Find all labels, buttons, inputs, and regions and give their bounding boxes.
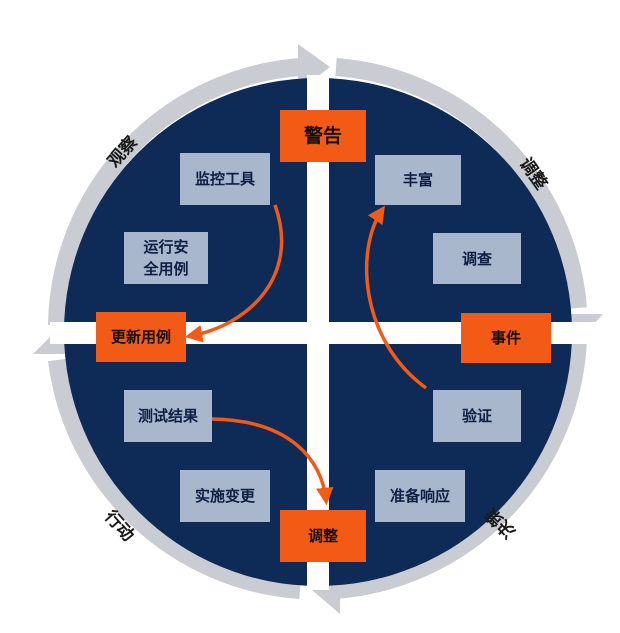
arrow-monitoring-to-update: [184, 204, 284, 343]
box-run-security-use-cases-line1: 运行安: [143, 238, 189, 256]
hub-update-use-case-text: 更新用例: [110, 328, 171, 346]
box-test-results: 测试结果: [124, 390, 212, 442]
ring-arc-top-right: [335, 58, 587, 309]
box-prepare-response-text: 准备响应: [389, 487, 450, 505]
box-investigate: 调查: [433, 233, 521, 284]
outer-ring: [48, 58, 587, 599]
box-run-security-use-cases-line2: 全用例: [143, 260, 189, 278]
box-monitoring-tools-text: 监控工具: [194, 170, 255, 188]
box-test-results-text: 测试结果: [137, 407, 198, 425]
flow-arrows: [184, 204, 428, 506]
hub-alert-text: 警告: [303, 125, 342, 147]
ring-arc-bottom-right: [335, 339, 587, 599]
hub-alert: 警告: [280, 110, 366, 162]
box-investigate-text: 调查: [461, 249, 492, 268]
box-verify-text: 验证: [461, 407, 492, 425]
hub-update-use-case: 更新用例: [96, 312, 186, 362]
box-implement-changes: 实施变更: [180, 470, 270, 522]
ring-arc-top-left: [48, 58, 301, 326]
box-verify: 验证: [433, 390, 521, 442]
box-enrich: 丰富: [375, 155, 461, 205]
hub-event-text: 事件: [490, 329, 521, 347]
ring-arc-bottom-left: [48, 358, 301, 599]
hub-adjust-text: 调整: [307, 527, 338, 545]
arrow-verify-to-enrich: [364, 205, 428, 390]
box-implement-changes-text: 实施变更: [194, 487, 255, 505]
hub-adjust: 调整: [280, 510, 366, 562]
hub-event: 事件: [461, 313, 551, 363]
box-enrich-text: 丰富: [402, 171, 433, 189]
box-prepare-response: 准备响应: [375, 470, 465, 522]
arrow-test-to-adjust: [211, 417, 334, 506]
box-run-security-use-cases: 运行安 全用例: [124, 232, 208, 284]
box-run-security-use-cases-text: 运行安 全用例: [143, 236, 188, 280]
box-monitoring-tools: 监控工具: [180, 153, 270, 205]
